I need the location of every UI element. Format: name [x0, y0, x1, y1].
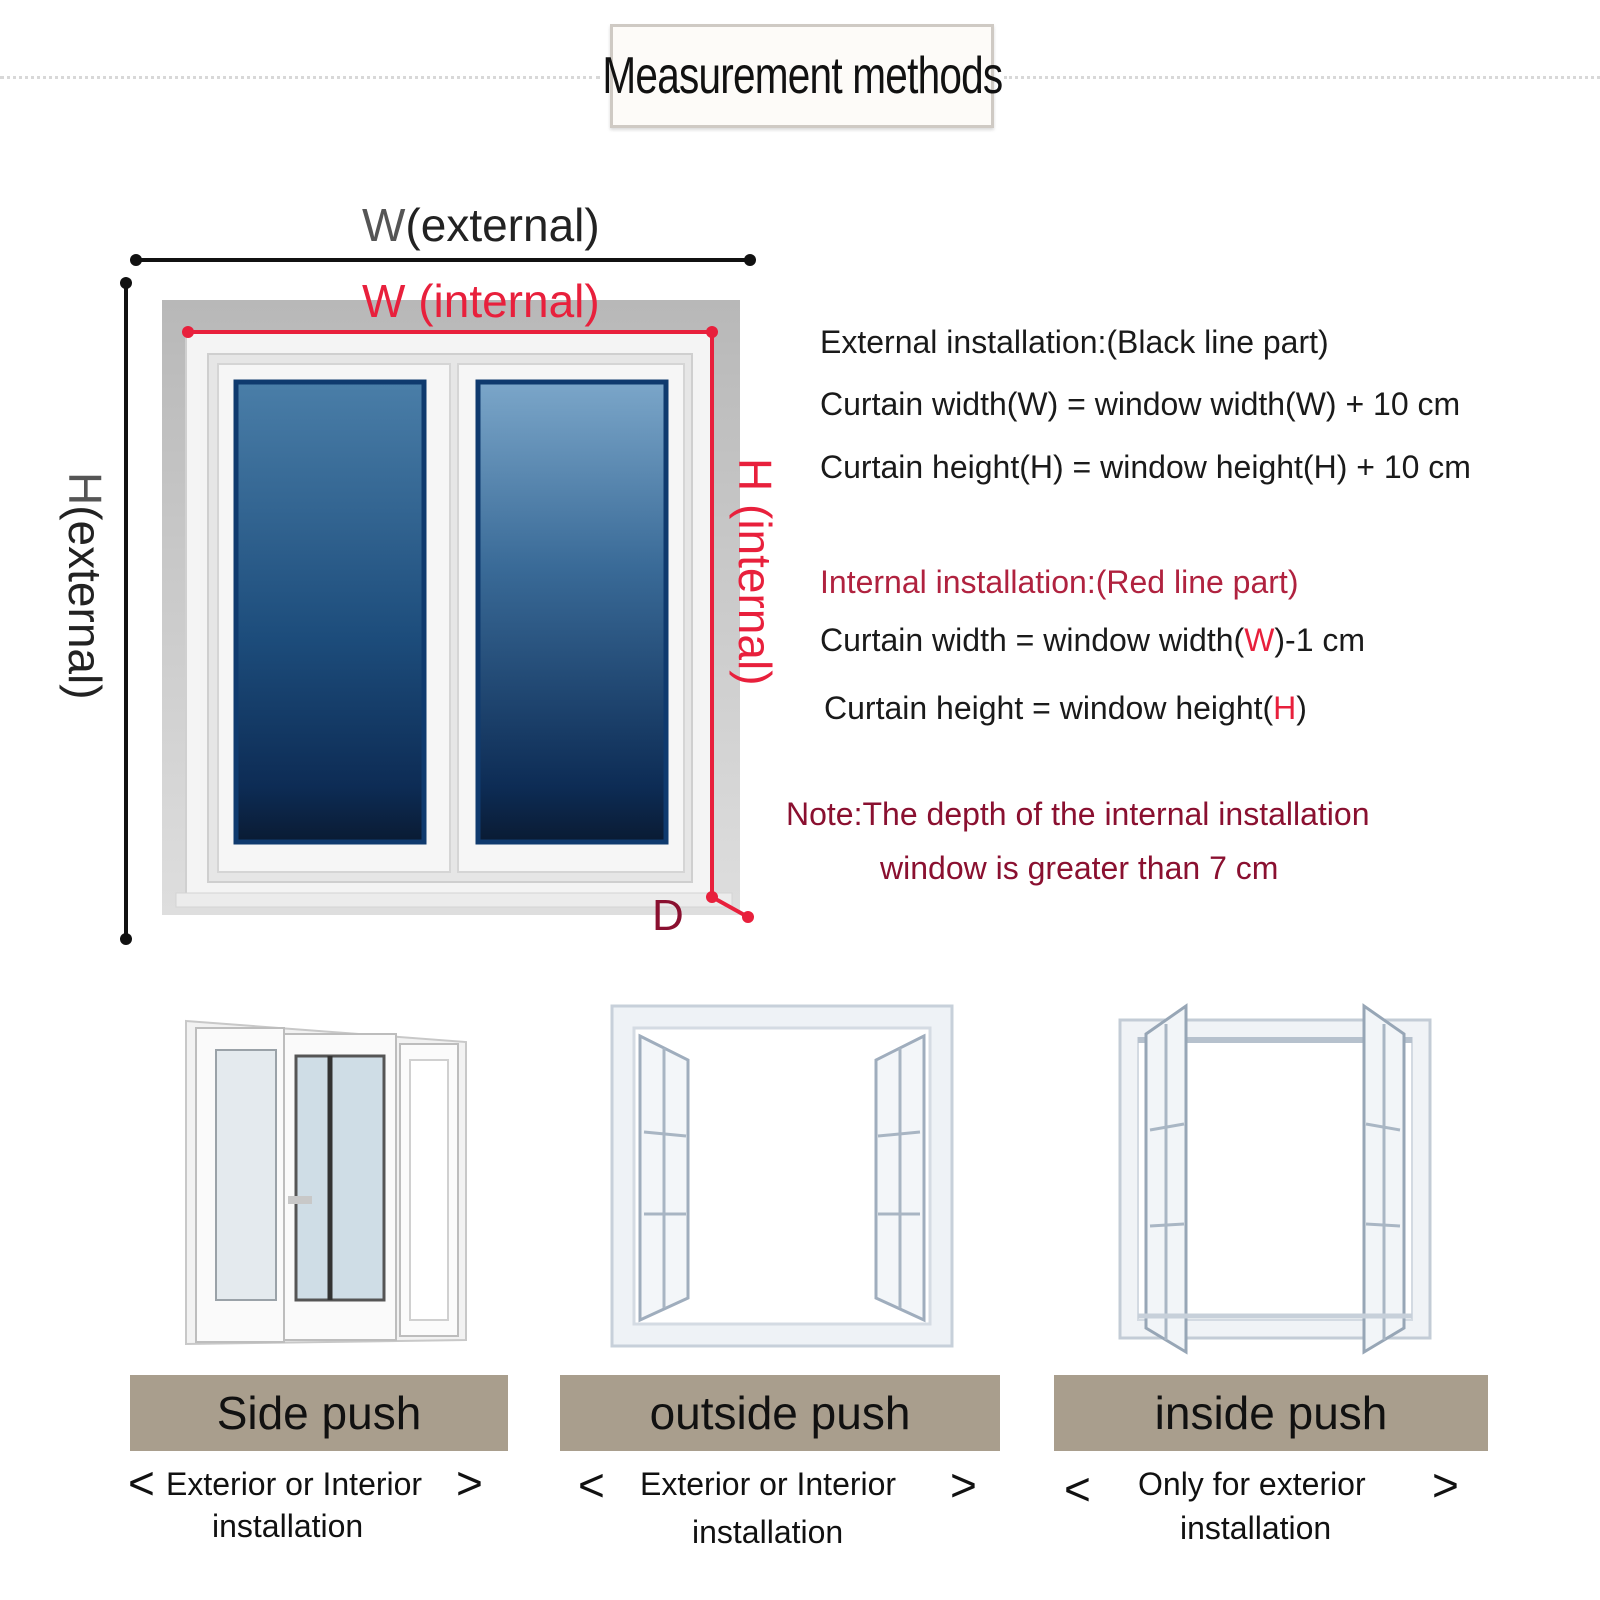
inside-push-window-illustration: [1118, 1003, 1432, 1355]
outside-push-close-bracket: >: [950, 1459, 977, 1511]
external-height-rule: Curtain height(H) = window height(H) + 1…: [820, 449, 1471, 485]
w-internal-label: W (internal): [362, 275, 600, 327]
inside-push-caption-2: installation: [1180, 1510, 1332, 1546]
h-internal-label: H (internal): [729, 458, 781, 686]
outside-push-caption-1: Exterior or Interior: [640, 1466, 897, 1502]
side-push-close-bracket: >: [456, 1457, 483, 1509]
outside-push-open-bracket: <: [578, 1459, 605, 1511]
note-line-2: window is greater than 7 cm: [880, 850, 1279, 886]
left-glass-pane: [233, 379, 427, 845]
window-sill: [175, 892, 733, 908]
tag-side-push: Side push: [130, 1375, 508, 1451]
page-title: Measurement methods: [602, 47, 1003, 105]
depth-line: [711, 895, 749, 919]
right-glass-pane: [475, 379, 669, 845]
side-push-caption-1: Exterior or Interior: [166, 1466, 423, 1502]
tag-inside-push: inside push: [1054, 1375, 1488, 1451]
external-width-rule: Curtain width(W) = window width(W) + 10 …: [820, 386, 1461, 422]
outside-push-window-illustration: [610, 1004, 954, 1348]
external-heading: External installation:(Black line part): [820, 324, 1329, 360]
note-line-1: Note:The depth of the internal installat…: [786, 796, 1370, 832]
tag-outside-push: outside push: [560, 1375, 1000, 1451]
title-box: Measurement methods: [602, 24, 1003, 128]
inside-push-open-bracket: <: [1064, 1463, 1091, 1515]
side-push-open-bracket: <: [128, 1457, 155, 1509]
title-rule-right: [1004, 76, 1600, 79]
inside-push-caption-1: Only for exterior: [1138, 1466, 1366, 1502]
h-external-label: H(external): [59, 472, 111, 700]
inside-push-close-bracket: >: [1432, 1459, 1459, 1511]
title-rule-left: [0, 76, 600, 79]
w-external-label: W(external): [362, 199, 600, 251]
internal-heading: Internal installation:(Red line part): [820, 564, 1299, 600]
outside-push-caption-2: installation: [692, 1514, 844, 1550]
side-push-window-illustration: [185, 1019, 467, 1346]
internal-height-rule: Curtain height = window height(H): [824, 690, 1307, 726]
internal-width-rule: Curtain width = window width(W)-1 cm: [820, 622, 1366, 658]
depth-label: D: [652, 891, 684, 940]
side-push-caption-2: installation: [212, 1508, 364, 1544]
